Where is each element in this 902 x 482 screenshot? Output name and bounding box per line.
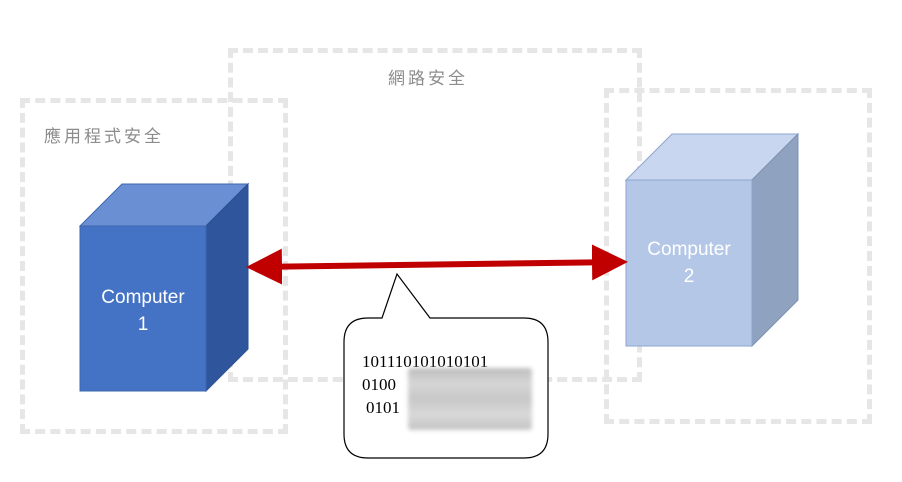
computer-2 xyxy=(624,132,800,348)
application-security-label: 應用程式安全 xyxy=(44,127,164,147)
binary-line-2: 0100 xyxy=(362,375,396,394)
blurred-data-overlay xyxy=(408,368,532,430)
computer-1-name: Computer xyxy=(101,287,185,308)
binary-line-1: 101110101010101 xyxy=(362,352,489,371)
binary-line-3: 0101 xyxy=(366,398,400,417)
computer-2-number: 2 xyxy=(683,266,695,287)
network-security-label: 網路安全 xyxy=(388,69,468,89)
binary-data: 101110101010101 0100 0101 xyxy=(362,350,488,419)
computer-2-name: Computer xyxy=(647,239,731,260)
computer-1 xyxy=(78,182,250,393)
computer-2-label: Computer 2 xyxy=(626,236,752,290)
network-link-arrow xyxy=(246,244,628,285)
computer-1-label: Computer 1 xyxy=(80,284,206,338)
computer-1-number: 1 xyxy=(137,314,149,335)
